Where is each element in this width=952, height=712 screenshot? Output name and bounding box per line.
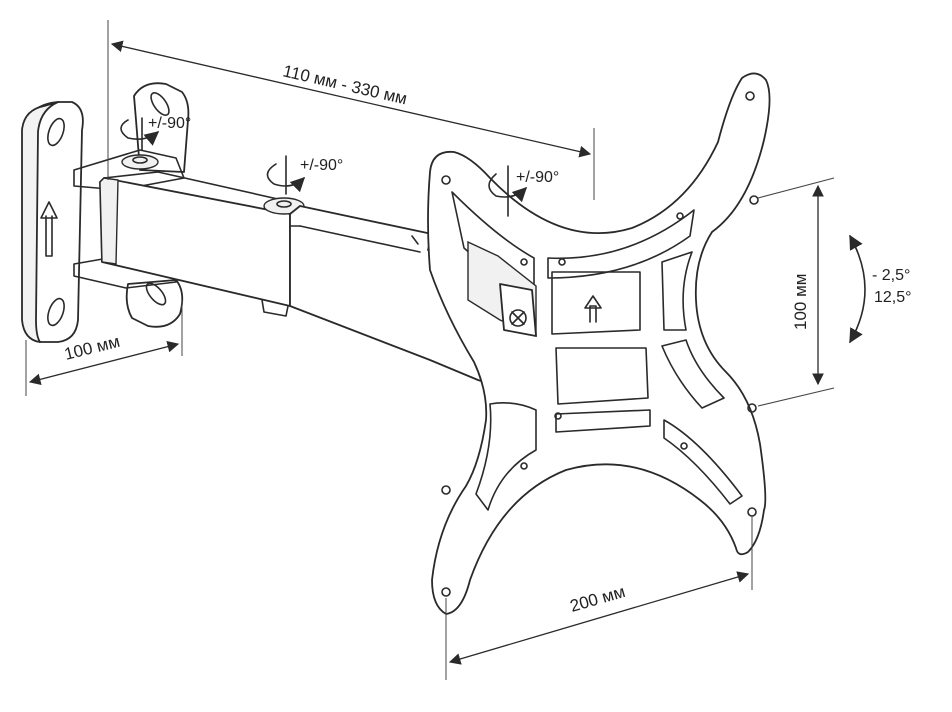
up-arrow-icon — [584, 295, 602, 323]
vesa-plate — [427, 72, 771, 615]
vesa-vertical-label: 100 мм — [791, 274, 810, 330]
swivel-head-label: +/-90° — [516, 169, 559, 186]
tilt-arrow-icon — [849, 234, 866, 344]
vesa-horizontal-label: 200 мм — [568, 582, 628, 616]
tilt-hinge — [467, 240, 537, 338]
arm-length-label: 110 мм - 330 мм — [281, 61, 409, 108]
swivel-middle-label: +/-90° — [300, 157, 343, 174]
up-arrow-icon — [40, 201, 58, 257]
wall-pivot — [121, 154, 159, 170]
dimension-arm-length — [107, 20, 595, 200]
rotation-arrow-middle-icon — [266, 155, 306, 195]
wall-hinge-top — [73, 82, 190, 191]
dimension-vesa-horizontal — [445, 516, 753, 680]
swivel-wall-label: +/-90° — [148, 115, 191, 132]
tilt-down-label: 12,5° — [874, 289, 912, 306]
tilt-up-label: - 2,5° — [872, 267, 910, 284]
dimension-wall-plate — [25, 300, 183, 396]
dimension-vesa-vertical — [757, 177, 835, 407]
rotation-arrow-head-icon — [488, 165, 528, 217]
wall-plate — [21, 101, 84, 343]
